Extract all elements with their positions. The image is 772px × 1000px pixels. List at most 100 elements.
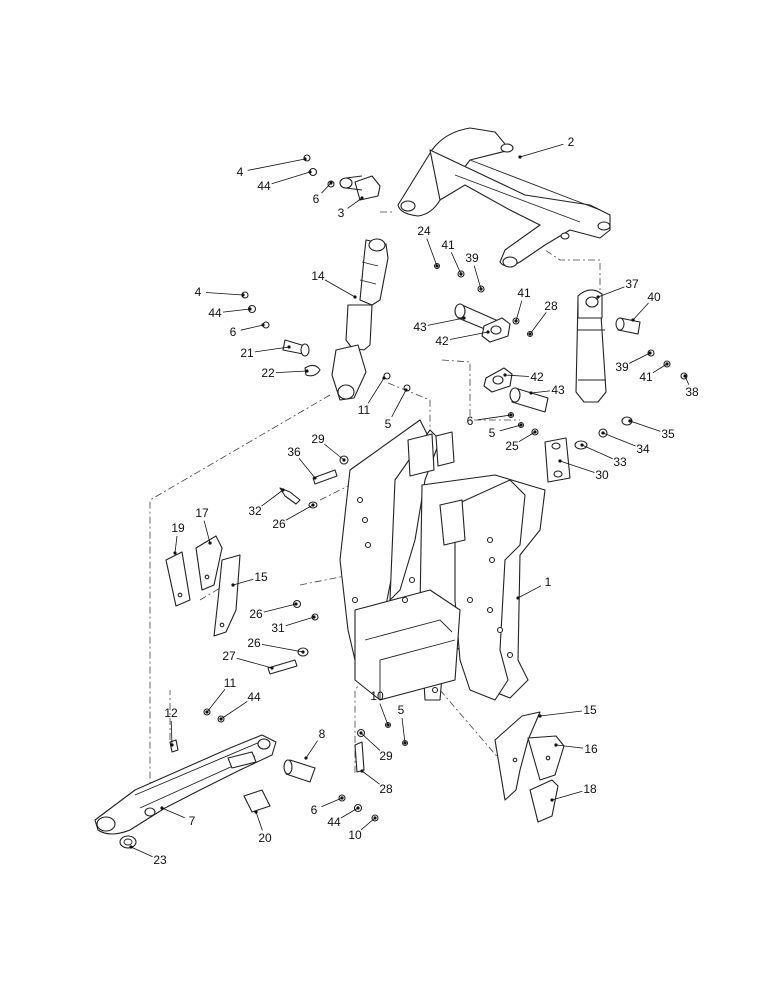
- leader-line: [323, 443, 345, 461]
- callout-label: 27: [222, 649, 236, 663]
- leader-arrowhead: [382, 376, 386, 380]
- leader-arrowhead: [529, 391, 533, 395]
- leader-line: [130, 846, 153, 858]
- callout-label: 34: [636, 442, 650, 456]
- leader-line: [632, 302, 649, 321]
- callout-label: 31: [271, 621, 285, 635]
- callout-39: 39: [465, 251, 483, 291]
- callout-label: 15: [583, 703, 597, 717]
- leader-arrowhead: [160, 806, 164, 810]
- pad-and-bushing: [119, 789, 271, 849]
- callout-44: 44: [327, 806, 360, 829]
- callout-label: 11: [224, 676, 237, 690]
- callout-15: 15: [231, 570, 268, 587]
- callout-label: 16: [584, 742, 598, 756]
- callout-label: 41: [639, 370, 653, 384]
- callout-11: 11: [358, 376, 386, 417]
- callout-7: 7: [160, 806, 196, 828]
- callout-label: 42: [530, 370, 544, 384]
- callout-label: 4: [195, 285, 202, 299]
- hardware-top: [241, 154, 411, 392]
- callout-44: 44: [208, 306, 252, 320]
- leader-arrowhead: [373, 816, 377, 820]
- leader-arrowhead: [173, 551, 177, 555]
- leader-line: [539, 710, 583, 717]
- leader-arrowhead: [628, 419, 632, 423]
- lower-arm: [94, 708, 277, 835]
- leader-line: [321, 182, 332, 194]
- leader-line: [551, 790, 583, 801]
- callout-31: 31: [271, 615, 316, 635]
- leader-line: [504, 374, 530, 377]
- leader-line: [559, 460, 595, 473]
- leader-line: [401, 717, 406, 744]
- callout-23: 23: [129, 845, 167, 867]
- leader-arrowhead: [665, 362, 669, 366]
- leader-line: [629, 420, 661, 432]
- leader-line: [361, 770, 380, 785]
- leader-arrowhead: [459, 272, 463, 276]
- callout-label: 25: [505, 439, 519, 453]
- leader-line: [515, 300, 523, 322]
- callout-6: 6: [467, 413, 513, 428]
- leader-line: [597, 286, 625, 298]
- callout-label: 43: [413, 320, 427, 334]
- leader-line: [174, 535, 178, 554]
- leader-arrowhead: [404, 388, 408, 392]
- upper-link-yoke: [397, 127, 611, 268]
- callout-38: 38: [683, 374, 699, 399]
- leader-line: [321, 797, 343, 808]
- callout-label: 6: [230, 325, 237, 339]
- leader-arrowhead: [683, 374, 687, 378]
- leader-line: [161, 807, 185, 819]
- callout-33: 33: [580, 443, 627, 469]
- callout-label: 6: [467, 414, 474, 428]
- callout-label: 23: [153, 853, 167, 867]
- leader-line: [232, 578, 254, 586]
- leader-arrowhead: [528, 332, 532, 336]
- leader-arrowhead: [340, 796, 344, 800]
- callout-label: 29: [379, 749, 393, 763]
- leader-arrowhead: [601, 431, 605, 435]
- callout-label: 41: [517, 286, 531, 300]
- callout-label: 4: [237, 165, 244, 179]
- leader-arrowhead: [533, 430, 537, 434]
- leader-arrowhead: [308, 170, 312, 174]
- callout-label: 6: [313, 192, 320, 206]
- callout-41: 41: [639, 362, 669, 384]
- callout-26: 26: [272, 503, 315, 531]
- callout-label: 42: [435, 334, 449, 348]
- leader-line: [240, 324, 264, 331]
- leader-arrowhead: [462, 316, 466, 320]
- callout-label: 5: [489, 426, 496, 440]
- callout-label: 8: [319, 727, 326, 741]
- leader-arrowhead: [514, 319, 518, 323]
- leader-line: [205, 292, 244, 296]
- callout-21: 21: [240, 345, 291, 360]
- callout-label: 36: [287, 445, 301, 459]
- leader-arrowhead: [129, 845, 133, 849]
- callout-label: 39: [615, 360, 629, 374]
- leader-arrowhead: [519, 423, 523, 427]
- callout-19: 19: [171, 521, 185, 555]
- leader-line: [285, 616, 315, 627]
- callout-1: 1: [516, 575, 552, 600]
- leader-arrowhead: [558, 459, 562, 463]
- callout-42: 42: [503, 370, 544, 384]
- leader-arrowhead: [219, 717, 223, 721]
- callout-28: 28: [360, 769, 393, 796]
- callout-25: 25: [505, 430, 537, 453]
- leader-line: [360, 817, 376, 831]
- leader-arrowhead: [294, 602, 298, 606]
- leader-line: [529, 312, 547, 335]
- callout-14: 14: [311, 269, 357, 299]
- callout-label: 44: [327, 815, 341, 829]
- leader-line: [530, 390, 551, 394]
- leader-line: [340, 807, 359, 819]
- leader-line: [170, 720, 173, 746]
- leader-arrowhead: [509, 413, 513, 417]
- leader-line: [450, 252, 462, 275]
- callout-20: 20: [254, 810, 272, 845]
- callout-label: 14: [311, 269, 325, 283]
- callout-label: 5: [398, 703, 405, 717]
